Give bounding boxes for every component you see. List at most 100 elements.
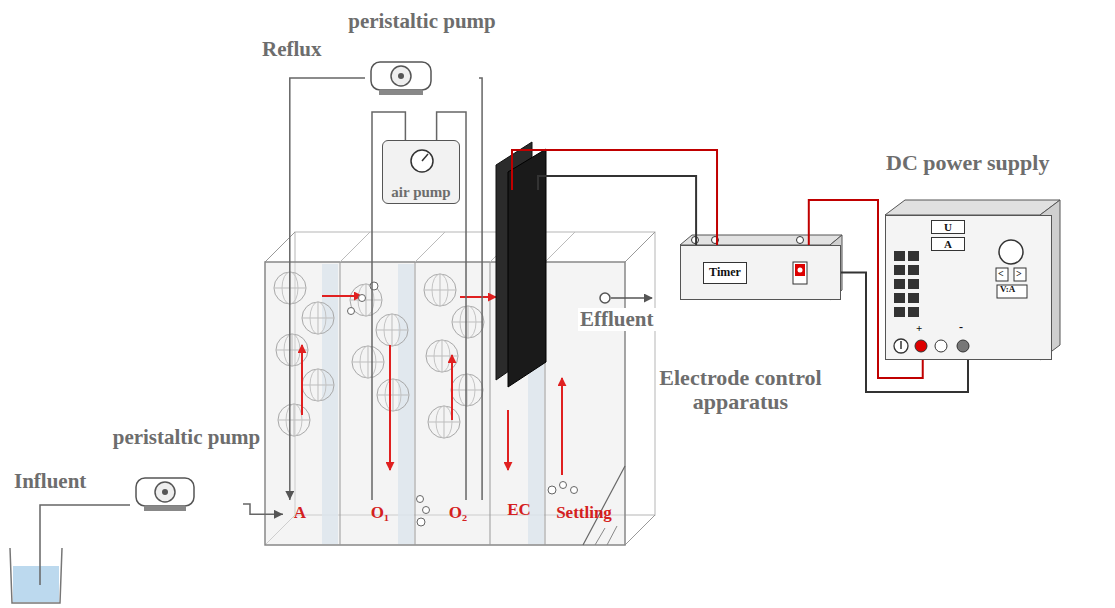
terminal [935,340,947,352]
bubble [370,282,378,290]
tank-wall [415,232,445,262]
pump-hub [398,73,404,79]
key [894,265,905,275]
carrier [426,340,458,372]
tube [290,78,365,500]
pump-rotor [391,66,411,86]
button-label: < [998,268,1004,279]
node-label: air pump [391,184,450,201]
node-label: O₁ [371,504,389,523]
carrier [432,274,448,306]
switch-dot [798,268,803,273]
tank-front [265,262,625,545]
pump-body [371,62,431,90]
carrier [444,406,445,438]
carrier [428,406,460,438]
carrier [434,340,450,372]
heading-label: Electrode control apparatus [643,366,838,414]
peristaltic-pump: peristaltic pump [130,472,243,512]
carrier [393,379,394,411]
timer-display: Timer [703,262,747,284]
terminal-sign: - [959,321,963,334]
electrode-control-box: Electrode control apparatusTimer [680,245,841,300]
beaker-outline [10,548,62,603]
outlet-arrow [611,297,652,299]
voltage-display: U [931,220,965,234]
carrier [440,274,441,306]
pump-hub [162,489,168,495]
aerobic-zone: O₁ [360,500,400,526]
box-top [680,235,842,245]
box-top [885,200,1060,215]
button-label: > [1016,268,1022,279]
carrier [385,379,401,411]
electrode-plate [508,149,546,387]
power-button [900,341,902,349]
carrier [360,346,376,378]
flow-label: Effluent [578,308,656,331]
tank-edge [625,515,655,545]
tank-wall [340,232,370,262]
carrier [384,314,400,346]
gauge-needle [422,154,428,161]
carrier [366,284,367,316]
carrier [284,334,300,366]
carrier [302,369,334,401]
power-supply-faces [885,200,1060,360]
air-pump: air pump [382,140,460,204]
dc-power-supply: DC power supplyUA [885,215,1052,360]
key [894,251,905,261]
button [997,285,1027,298]
carrier [302,302,334,334]
wire [512,150,717,245]
tank-edge [625,232,655,262]
key [908,279,919,289]
tube [479,78,482,500]
key [894,307,905,317]
carrier [292,334,293,366]
pump-body [136,478,194,506]
switch [793,262,807,284]
wire [538,176,696,245]
switch-red [795,264,805,276]
key [908,251,919,261]
bubble [571,487,578,494]
reactor-tank [265,232,655,545]
key [908,265,919,275]
node-label: Settling [556,504,612,523]
carrier [424,274,456,306]
bubble [417,518,425,526]
pump-rotor [155,482,175,502]
carrier [310,302,326,334]
node-label: U [944,221,952,233]
carrier [318,302,319,334]
heading-label: DC power supply [886,151,1049,175]
flow-arrow [389,345,391,470]
bubble [560,482,567,489]
water [13,566,59,602]
gauge [411,150,433,172]
node-label: A [294,504,306,523]
carrier [294,404,295,436]
flow-arrow [561,378,563,475]
carrier [468,306,469,338]
terminal-sign: + [916,322,922,334]
outlet [600,293,610,303]
carrier [368,346,369,378]
carrier-media [274,272,484,438]
carrier [392,314,393,346]
key [908,293,919,303]
control-box-faces [680,235,842,300]
bubble [359,295,366,302]
heading-label: peristaltic pump [348,10,496,33]
aerobic-zone: O₂ [430,500,486,526]
peristaltic-pump: peristaltic pump [365,56,479,96]
carrier [376,314,408,346]
node-label: EC [507,501,531,520]
carrier [442,340,443,372]
heading-label: peristaltic pump [113,426,261,449]
peristaltic-pump-icon [130,472,200,512]
carrier [436,406,452,438]
flow-arrow [507,410,509,470]
tank-wall [340,262,341,545]
